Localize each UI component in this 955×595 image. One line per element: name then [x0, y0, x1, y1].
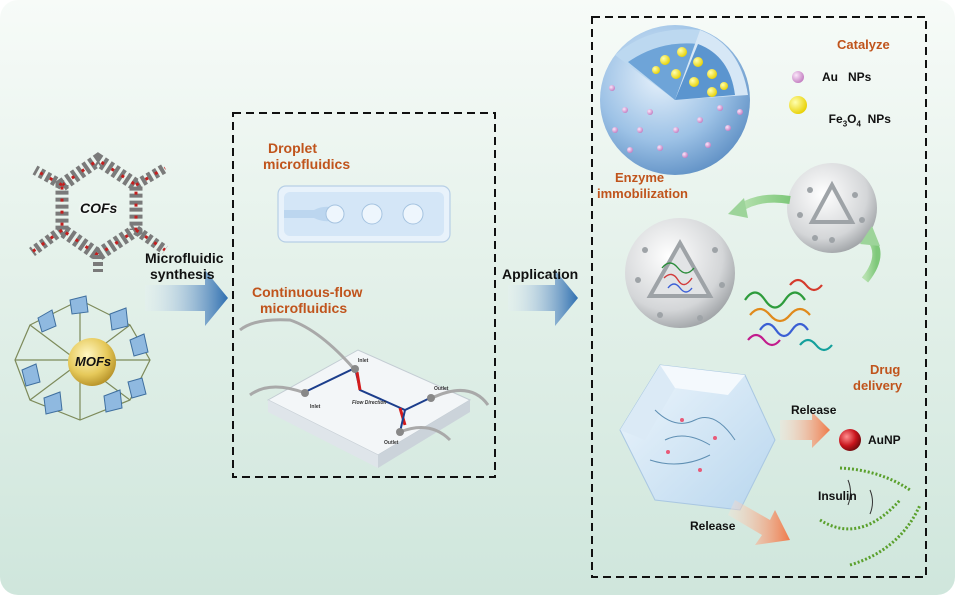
fe-sub3: 3 — [842, 119, 848, 129]
release-bottom-label: Release — [690, 519, 736, 533]
applications-box — [591, 16, 927, 578]
chip-flow-direction-label: Flow Direction — [352, 400, 387, 406]
mof-framework-illustration — [14, 295, 151, 421]
synthesis-label-line1: Microfluidic — [145, 250, 224, 266]
chip-inlet-left-label: Inlet — [310, 404, 321, 410]
cofs-label: COFs — [80, 200, 118, 216]
legend-fe-dot — [789, 96, 807, 114]
continuous-label-line2: microfluidics — [260, 300, 348, 316]
aunp-label: AuNP — [868, 433, 901, 447]
legend-fe-label: Fe3O4 NPs — [822, 98, 891, 128]
droplet-label-line1: Droplet — [268, 140, 317, 156]
insulin-chains — [819, 466, 922, 567]
continuous-label-line1: Continuous-flow — [252, 284, 363, 300]
synthesis-arrow — [145, 270, 228, 326]
drug-carrier-crystal — [619, 364, 776, 511]
release-arrow-top — [780, 412, 830, 448]
application-label: Application — [502, 266, 579, 282]
fe-mid: O — [847, 112, 857, 126]
enzyme-label-line2: immobilization — [597, 186, 688, 201]
enzyme-label-line1: Enzyme — [615, 170, 665, 185]
continuous-flow-chip — [239, 318, 490, 468]
drug-label-line1: Drug — [870, 362, 901, 377]
drug-label-line2: delivery — [853, 378, 903, 393]
fe-suffix: NPs — [860, 112, 891, 126]
catalyst-nanosphere — [600, 25, 750, 175]
legend-au-label: Au NPs — [822, 70, 872, 84]
release-arrow-bottom — [728, 500, 790, 545]
fe-sub4: 4 — [856, 119, 861, 129]
droplet-channel — [277, 185, 451, 243]
chip-outlet-right-label: Outlet — [434, 386, 449, 392]
microfluidics-box — [232, 112, 496, 478]
chip-outlet-bottom-label: Outlet — [384, 440, 399, 446]
fe-prefix: Fe — [828, 112, 843, 126]
droplet-label-line2: microfluidics — [263, 156, 351, 172]
enzyme-transfer-arrow — [737, 194, 791, 212]
synthesis-label-line2: synthesis — [150, 266, 215, 282]
mofs-label: MOFs — [75, 354, 112, 369]
porous-sphere-small — [787, 163, 877, 253]
release-top-label: Release — [791, 403, 837, 417]
legend-au-dot — [792, 71, 804, 83]
cof-framework-illustration — [29, 152, 168, 272]
application-arrow — [508, 270, 578, 326]
catalyze-label: Catalyze — [837, 37, 890, 52]
chip-inlet-top-label: Inlet — [358, 358, 369, 364]
aunp-particle — [839, 429, 861, 451]
porous-sphere-large — [625, 218, 735, 328]
enzyme-protein — [744, 278, 833, 352]
insulin-label: Insulin — [818, 489, 857, 503]
